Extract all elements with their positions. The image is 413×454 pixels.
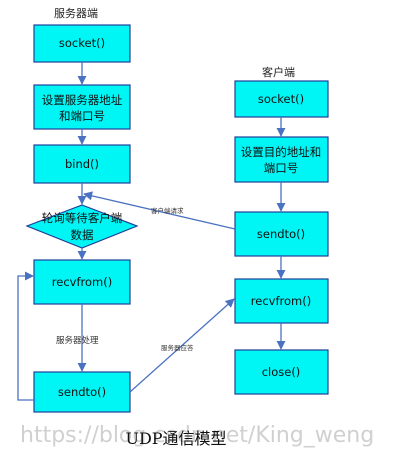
client-setup-label-1: 设置目的地址和: [241, 145, 322, 159]
arrow-server-loop: [17, 271, 34, 401]
arrow-server-response: [129, 298, 235, 393]
watermark-text: https://blog.csdn.net/King_weng: [20, 423, 374, 448]
server-setup-label-1: 设置服务器地址: [42, 93, 123, 107]
server-header: 服务器端: [54, 7, 98, 20]
server-bind-label: bind(): [65, 157, 99, 171]
server-socket-label: socket(): [59, 36, 105, 50]
server-setup-label-2: 和端口号: [59, 109, 105, 123]
server-setup-box: [33, 84, 131, 130]
client-socket-box: [234, 80, 329, 118]
server-socket-box: [33, 24, 131, 63]
client-request-label: 客户端请求: [151, 206, 184, 215]
client-header: 客户端: [262, 65, 295, 79]
server-process-label: 服务器处理: [56, 335, 99, 346]
server-poll-label-2: 数据: [71, 228, 94, 242]
client-close-label: close(): [262, 365, 301, 379]
client-setup-box: [234, 136, 329, 183]
server-recvfrom-box: [33, 259, 131, 305]
client-recvfrom-label: recvfrom(): [251, 294, 311, 308]
client-sendto-box: [234, 211, 329, 257]
server-response-label: 服务器应答: [161, 343, 194, 352]
client-socket-label: socket(): [258, 92, 304, 106]
server-poll-label-1: 轮询等待客户端: [42, 211, 123, 225]
server-sendto-label: sendto(): [58, 385, 106, 399]
arrow-client-request: [83, 191, 236, 230]
server-recvfrom-label: recvfrom(): [52, 275, 112, 289]
client-close-box: [234, 349, 329, 395]
client-sendto-label: sendto(): [257, 227, 305, 241]
client-setup-label-2: 端口号: [264, 161, 299, 175]
diagram-caption: UDP通信模型: [125, 429, 226, 448]
